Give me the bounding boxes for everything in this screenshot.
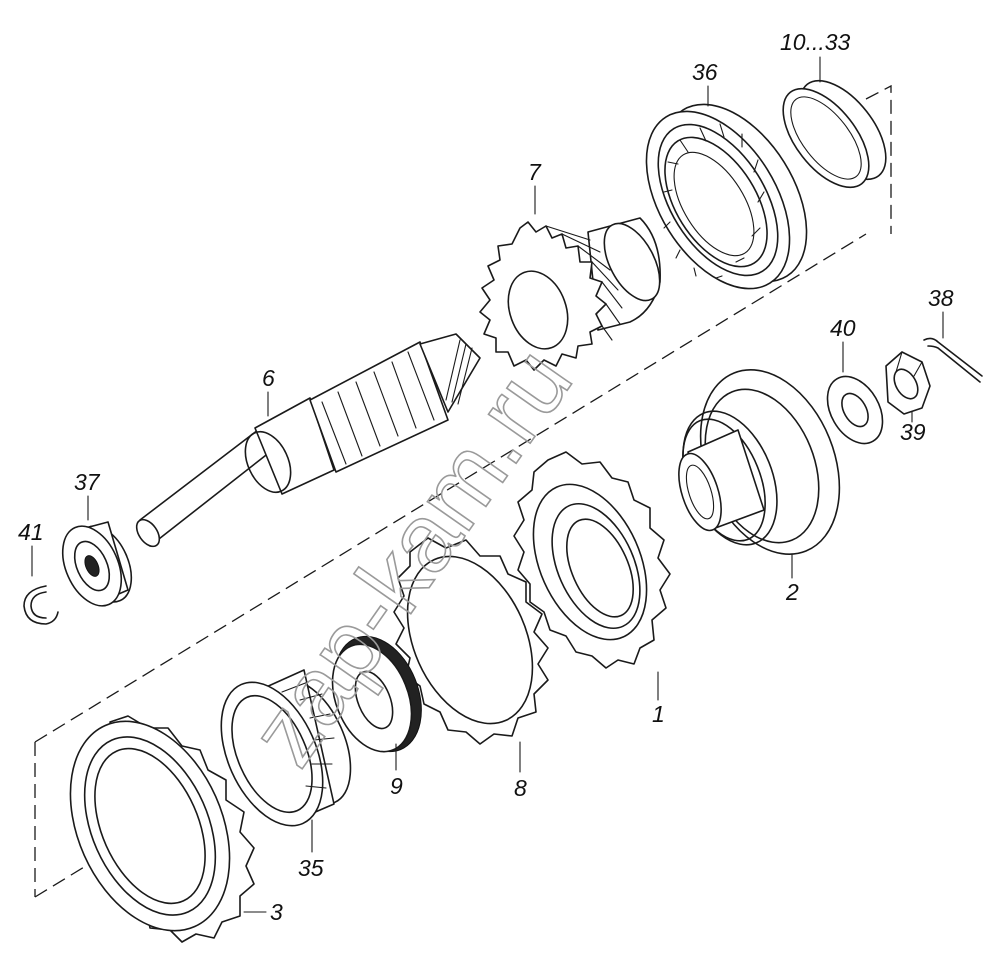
washer-part (826, 375, 884, 445)
callout-37: 37 (74, 469, 101, 495)
callout-40: 40 (830, 315, 856, 341)
roller-bearing-large-part (645, 103, 808, 290)
leader-lines (31, 56, 944, 913)
callout-41: 41 (18, 519, 44, 545)
callout-10-33: 10...33 (780, 29, 851, 55)
callout-3: 3 (270, 899, 283, 925)
shim-ring-part (782, 79, 887, 189)
callout-39: 39 (900, 419, 926, 445)
gasket-part (393, 537, 549, 745)
bearing-cup-part (69, 715, 255, 943)
callout-7: 7 (528, 159, 542, 185)
bevel-gear-part (479, 217, 661, 371)
bearing-housing-part (513, 451, 671, 669)
callout-35: 35 (298, 855, 324, 881)
callout-1: 1 (652, 701, 665, 727)
callout-8: 8 (514, 775, 527, 801)
splined-shaft-part (135, 333, 481, 548)
cotter-pin-part (923, 337, 983, 383)
snap-ring-part (23, 585, 59, 625)
callout-9: 9 (390, 773, 403, 799)
callout-6: 6 (262, 365, 275, 391)
castle-nut-part (885, 351, 931, 415)
callout-38: 38 (928, 285, 954, 311)
thrust-washer-part (331, 635, 422, 753)
callout-36: 36 (692, 59, 718, 85)
callout-2: 2 (785, 579, 799, 605)
tapered-roller-bearing-part (220, 669, 352, 827)
ball-bearing-small-part (61, 521, 133, 607)
callout-labels: 10...33 36 7 6 37 41 38 40 39 2 1 8 9 35… (18, 29, 954, 925)
flange-part (678, 369, 841, 555)
